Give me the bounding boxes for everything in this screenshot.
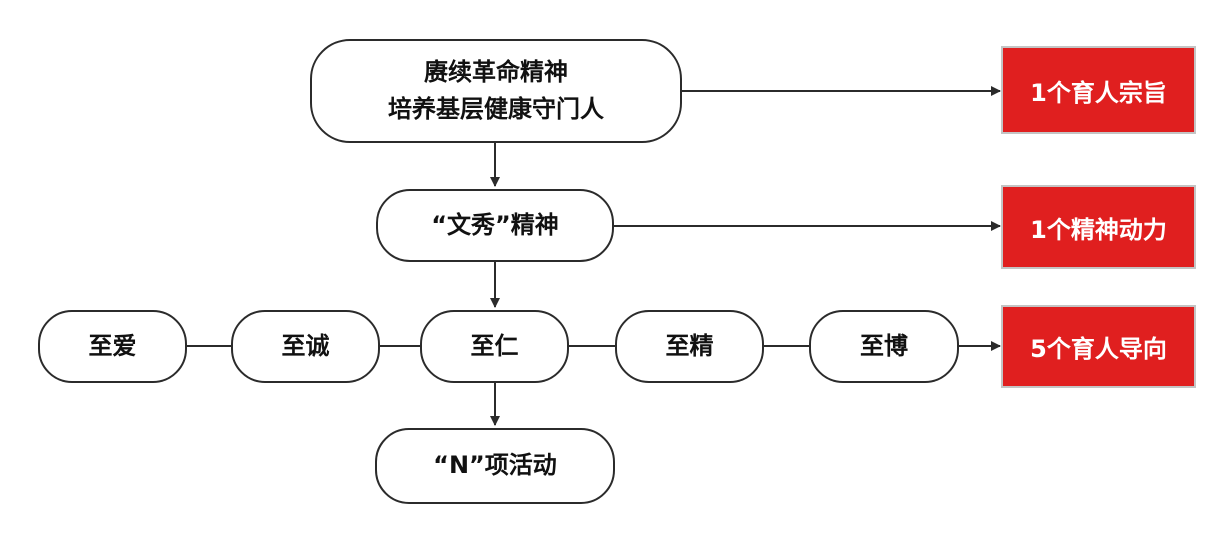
spirit-node-label: “文秀”精神 (431, 210, 559, 239)
tag-orientation: 5个育人导向 (1001, 305, 1196, 388)
main-node-line2: 培养基层健康守门人 (388, 95, 604, 123)
virtue-node-zhiren: 至仁 (420, 310, 569, 383)
main-node-line1: 赓续革命精神 (424, 57, 568, 86)
virtue-node-zhicheng: 至诚 (231, 310, 380, 383)
tag-purpose-label: 1个育人宗旨 (1030, 78, 1167, 107)
tag-purpose: 1个育人宗旨 (1001, 46, 1196, 134)
tag-orientation-label: 5个育人导向 (1030, 335, 1167, 363)
activities-node: “N”项活动 (375, 428, 615, 504)
virtue-label: 至爱 (88, 331, 137, 360)
virtue-label: 至精 (665, 331, 714, 360)
virtue-label: 至博 (860, 331, 908, 360)
virtue-label: 至诚 (281, 331, 330, 360)
virtue-node-zhibo: 至博 (809, 310, 959, 383)
spirit-node: “文秀”精神 (376, 189, 614, 262)
tag-motivation: 1个精神动力 (1001, 185, 1196, 269)
activities-node-label: “N”项活动 (433, 451, 557, 480)
virtue-node-zhiai: 至爱 (38, 310, 187, 383)
virtue-label: 至仁 (470, 331, 519, 360)
main-node: 赓续革命精神 培养基层健康守门人 (310, 39, 682, 143)
tag-motivation-label: 1个精神动力 (1030, 215, 1167, 244)
virtue-node-zhijing: 至精 (615, 310, 764, 383)
